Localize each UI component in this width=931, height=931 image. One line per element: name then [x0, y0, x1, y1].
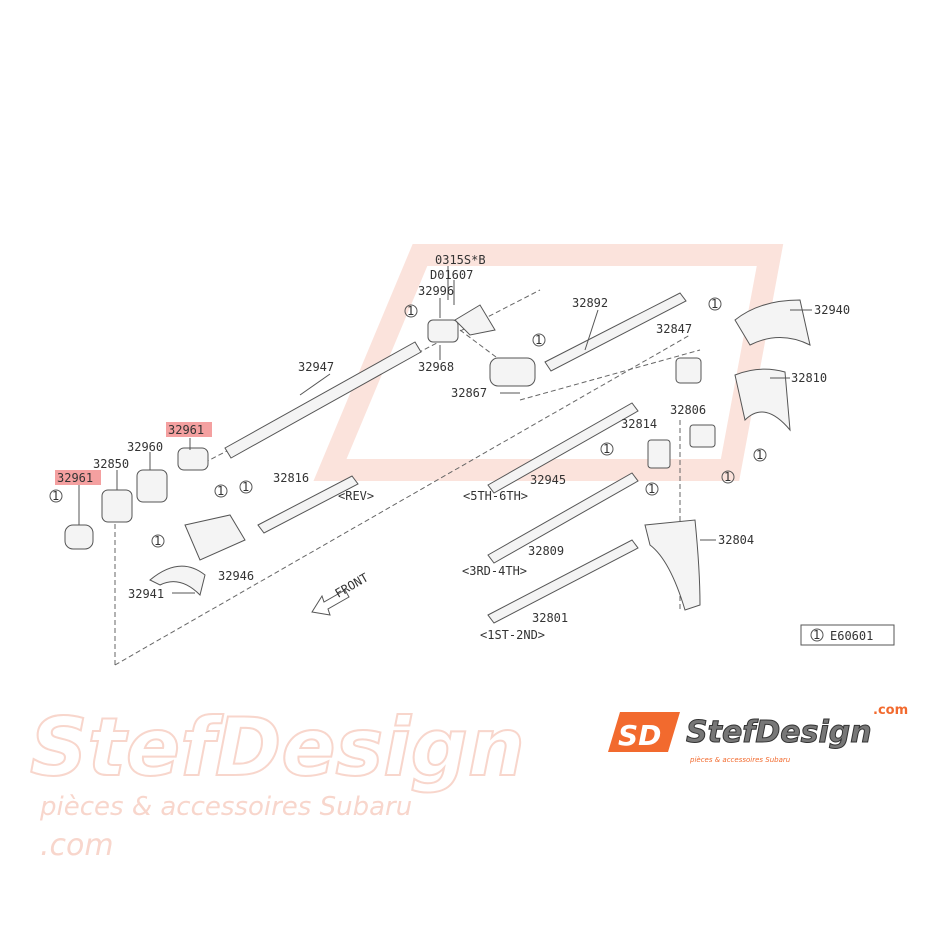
shaft-32801	[487, 539, 639, 624]
label-32810: 32810	[791, 371, 827, 385]
shaft-32947	[224, 341, 422, 459]
label-d01607: D01607	[430, 268, 473, 282]
label-rev: <REV>	[338, 489, 374, 503]
label-1st-2nd: <1ST-2ND>	[480, 628, 545, 642]
components	[64, 299, 811, 611]
label-32941: 32941	[128, 587, 164, 601]
svg-text:1: 1	[217, 484, 224, 498]
label-32947: 32947	[298, 360, 334, 374]
shaft-32945	[487, 402, 639, 494]
label-32867: 32867	[451, 386, 487, 400]
front-arrow-icon	[311, 589, 350, 616]
label-5th-6th: <5TH-6TH>	[463, 489, 528, 503]
shaft-32816	[257, 475, 359, 534]
ref-markers: 1 1 1 1 1 1 1 1 1 1 1	[49, 297, 767, 548]
svg-text:1: 1	[242, 480, 249, 494]
label-32940: 32940	[814, 303, 850, 317]
logo-tagline: pièces & accessoires Subaru	[689, 756, 791, 764]
logo-letters: SD	[618, 719, 661, 752]
label-32945: 32945	[530, 473, 566, 487]
logo-brand: StefDesign	[686, 715, 872, 750]
svg-text:1: 1	[648, 482, 655, 496]
watermark-domain: .com	[40, 828, 114, 863]
front-label: FRONT	[333, 570, 371, 600]
part-labels: 0315S*B D01607 32996 32892 32940 32847 3…	[57, 253, 850, 642]
svg-text:1: 1	[52, 489, 59, 503]
svg-text:1: 1	[756, 448, 763, 462]
svg-text:1: 1	[154, 534, 161, 548]
shaft-32809	[487, 472, 639, 564]
label-32847: 32847	[656, 322, 692, 336]
label-32804: 32804	[718, 533, 754, 547]
highlight-32961-lower	[55, 470, 101, 485]
highlight-32961-upper	[166, 422, 212, 437]
watermark: StefDesign .com pièces & accessoires Sub…	[29, 244, 784, 863]
label-32960: 32960	[127, 440, 163, 454]
logo-domain: .com	[873, 703, 908, 718]
label-32946: 32946	[218, 569, 254, 583]
label-0315: 0315S*B	[435, 253, 486, 267]
brand-logo: SD StefDesign .com pièces & accessoires …	[608, 703, 908, 764]
watermark-brand: StefDesign	[30, 701, 525, 794]
watermark-logo	[313, 244, 784, 481]
label-32961-upper: 32961	[168, 423, 204, 437]
watermark-tagline: pièces & accessoires Subaru	[39, 792, 412, 822]
shaft-32892	[544, 292, 687, 372]
label-32968: 32968	[418, 360, 454, 374]
svg-text:1: 1	[603, 442, 610, 456]
label-32996: 32996	[418, 284, 454, 298]
label-32892: 32892	[572, 296, 608, 310]
svg-text:1: 1	[724, 470, 731, 484]
label-32816: 32816	[273, 471, 309, 485]
label-32814: 32814	[621, 417, 657, 431]
front-indicator: FRONT	[311, 570, 371, 616]
label-32809: 32809	[528, 544, 564, 558]
label-3rd-4th: <3RD-4TH>	[462, 564, 527, 578]
label-32801: 32801	[532, 611, 568, 625]
svg-text:1: 1	[813, 628, 820, 642]
label-32850: 32850	[93, 457, 129, 471]
svg-text:1: 1	[711, 297, 718, 311]
reference-code: E60601	[830, 629, 873, 643]
reference-box: 1 E60601	[800, 624, 895, 646]
leader-lines	[78, 266, 812, 594]
svg-text:1: 1	[407, 304, 414, 318]
label-32961-lower: 32961	[57, 471, 93, 485]
label-32806: 32806	[670, 403, 706, 417]
shafts	[224, 292, 687, 624]
svg-text:1: 1	[535, 333, 542, 347]
